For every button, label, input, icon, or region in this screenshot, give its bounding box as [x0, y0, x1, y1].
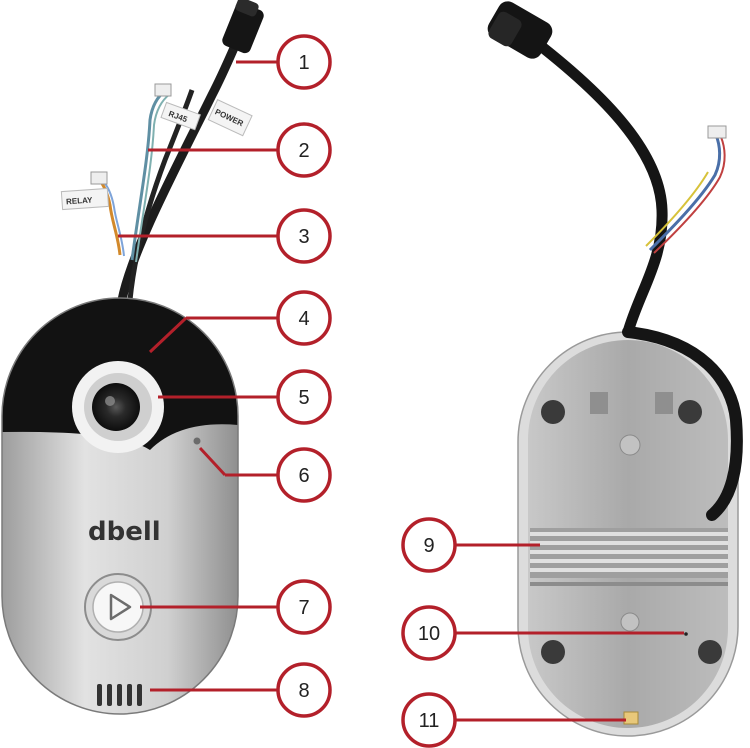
reset-hole — [684, 632, 688, 636]
play-icon — [109, 593, 132, 621]
callout-number: 11 — [419, 710, 440, 732]
speaker-grille — [97, 684, 142, 706]
callout-2: 2 — [276, 122, 332, 178]
callout-number: 3 — [298, 226, 309, 248]
callout-number: 9 — [423, 535, 434, 557]
callout-6: 6 — [276, 447, 332, 503]
callout-4: 4 — [276, 290, 332, 346]
callout-number: 6 — [298, 465, 309, 487]
back-view — [487, 1, 743, 737]
callout-3: 3 — [276, 208, 332, 264]
callout-1: 1 — [276, 34, 332, 90]
brand-label: dbell — [88, 517, 161, 547]
callout-number: 10 — [418, 623, 440, 645]
callout-10: 10 — [401, 605, 457, 661]
callout-number: 1 — [298, 52, 309, 74]
callout-number: 2 — [298, 140, 309, 162]
front-cables: RJ45 POWER RELAY — [60, 0, 264, 305]
callout-number: 4 — [298, 308, 309, 330]
front-body — [2, 298, 238, 714]
tag-relay: RELAY — [66, 195, 94, 206]
callout-9: 9 — [401, 517, 457, 573]
callout-5: 5 — [276, 369, 332, 425]
callouts — [118, 60, 684, 722]
callout-number: 8 — [298, 680, 309, 702]
callout-number: 5 — [298, 387, 309, 409]
callout-number: 7 — [298, 597, 309, 619]
callout-8: 8 — [276, 662, 332, 718]
sensor-dot — [193, 437, 201, 445]
callout-11: 11 — [401, 692, 457, 748]
callout-7: 7 — [276, 579, 332, 635]
camera-lens — [92, 383, 140, 431]
heatsink — [530, 528, 728, 578]
front-view: RJ45 POWER RELAY dbell — [1, 0, 264, 715]
bottom-port — [623, 711, 639, 725]
